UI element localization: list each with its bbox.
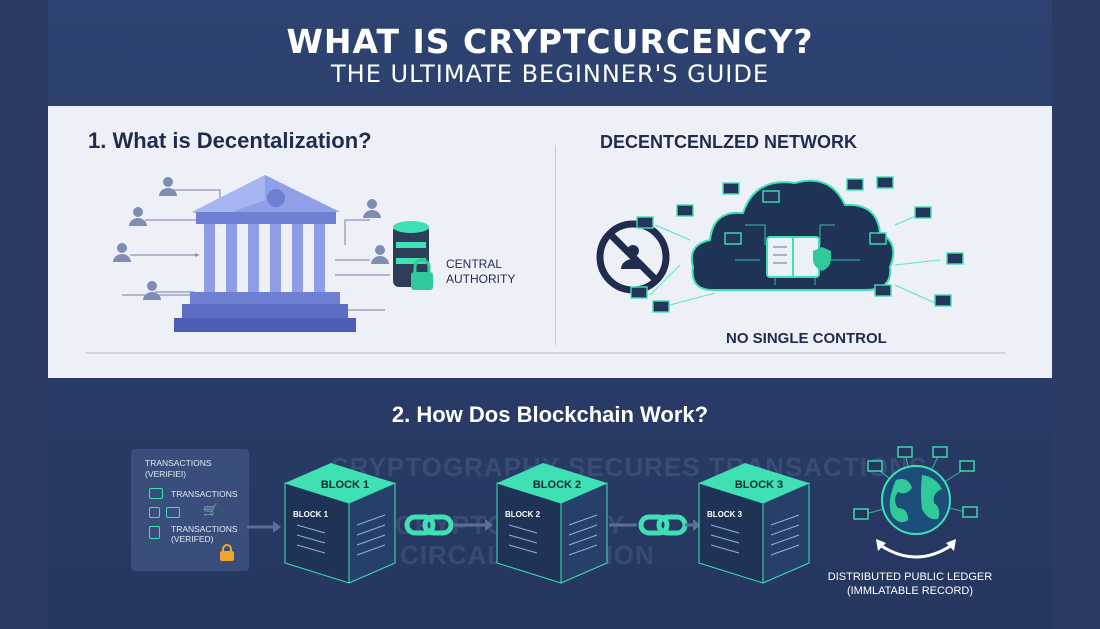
no-central-control-icon xyxy=(596,220,670,294)
panel-divider xyxy=(555,145,556,345)
wallet-icon xyxy=(149,507,160,518)
section1-title: 1. What is Decentalization? xyxy=(88,128,372,153)
block-2-label: BLOCK 2 xyxy=(532,479,582,491)
transactions-verified-row: TRANSACTIONS (VERIFED) xyxy=(171,524,238,544)
sub-title: THE ULTIMATE BEGINNER'S GUIDE xyxy=(331,60,769,88)
transactions-heading: TRANSACTIONS (VERIFIEI) xyxy=(145,458,212,479)
block-3-side-label: BLOCK 3 xyxy=(707,510,743,519)
lock-icon xyxy=(220,544,234,561)
chain-link-icon-2 xyxy=(638,514,688,536)
central-authority-label: CENTRAL AUTHORITY xyxy=(446,257,516,286)
arrow-icon-3 xyxy=(609,519,701,531)
no-single-control-label: NO SINGLE CONTROL xyxy=(726,330,887,347)
card-icon-2 xyxy=(166,507,180,518)
block-3-cube xyxy=(698,463,810,584)
block-2-side-label: BLOCK 2 xyxy=(505,510,541,519)
decentralized-network-illustration xyxy=(596,176,964,313)
transactions-row: TRANSACTIONS xyxy=(171,489,238,499)
block-2-cube xyxy=(496,463,608,584)
block-1-side-label: BLOCK 1 xyxy=(293,510,329,519)
distributed-ledger-globe xyxy=(853,446,978,559)
main-title: WHAT IS CRYPTCURCENCY? xyxy=(286,22,814,61)
block-3-label: BLOCK 3 xyxy=(734,479,784,491)
distributed-ledger-label: DISTRIBUTED PUBLIC LEDGER (IMMLATABLE RE… xyxy=(827,571,993,597)
cart-icon: 🛒 xyxy=(203,503,218,517)
document-icon xyxy=(149,526,160,539)
arrow-icon-2 xyxy=(453,519,493,531)
chain-link-icon xyxy=(404,514,454,536)
blockchain-illustration xyxy=(247,463,810,584)
block-1-label: BLOCK 1 xyxy=(320,479,370,491)
card-icon xyxy=(149,488,163,499)
panel-baseline xyxy=(85,352,1005,354)
transactions-panel: TRANSACTIONS (VERIFIEI) TRANSACTIONS 🛒 T… xyxy=(131,449,249,571)
block-1-cube xyxy=(284,463,396,584)
section2-title: 2. How Dos Blockchain Work? xyxy=(391,402,709,427)
network-title: DECENTCENLZED NETWORK xyxy=(600,132,857,152)
ghost-text-cryptography: CRYPTOGRAPHY SECURES TRANSACTIONS xyxy=(330,452,928,482)
central-authority-illustration xyxy=(113,175,433,332)
arrow-icon xyxy=(247,521,281,533)
bank-building-icon xyxy=(174,175,356,332)
ledger-book-icon xyxy=(766,236,831,278)
server-lock-icon xyxy=(393,221,433,290)
